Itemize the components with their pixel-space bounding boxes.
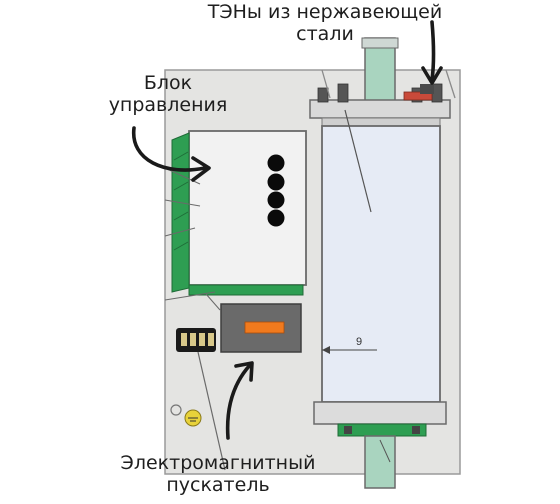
bottom-flange: [313, 401, 447, 425]
panel-edge-lines: [321, 69, 456, 99]
bottom-pipe-line: [379, 439, 391, 463]
side-strip-hatch: [173, 151, 189, 251]
bottom-pipe: [364, 435, 396, 489]
dimension-marker: [322, 346, 377, 354]
control-unit-box: [188, 130, 307, 286]
control-unit-bottom-strip: [188, 284, 304, 296]
annotation-arrows: [132, 20, 443, 440]
control-unit-label-line1: Блок: [143, 72, 193, 94]
top-flange: [309, 99, 451, 119]
control-unit-label-line2: управления: [108, 94, 228, 116]
starter-label: Электромагнитный пускатель: [78, 452, 358, 496]
starter-wire: [197, 351, 226, 471]
dimension-label: 9: [356, 336, 362, 348]
ground-symbol: [170, 404, 202, 427]
heaters-label-line1: ТЭНы из нержавеющей: [207, 1, 443, 23]
starter-label-line2: пускатель: [166, 474, 270, 496]
top-pipe-cap: [361, 37, 399, 49]
control-unit-wires: [164, 167, 221, 311]
indicator-lights: [267, 154, 285, 227]
top-flange-lip: [321, 117, 441, 127]
starter-orange-indicator: [244, 321, 285, 334]
tank-body: [321, 125, 441, 403]
control-unit-label: Блок управления: [88, 72, 248, 116]
tank-leader-line: [344, 109, 372, 213]
terminal-slots: [181, 333, 214, 346]
heater-terminals: [403, 84, 434, 101]
heaters-label-line2: стали: [296, 23, 354, 45]
heaters-label: ТЭНы из нержавеющей стали: [180, 1, 470, 45]
starter-label-line1: Электромагнитный: [120, 452, 316, 474]
bottom-bolts: [344, 426, 420, 434]
